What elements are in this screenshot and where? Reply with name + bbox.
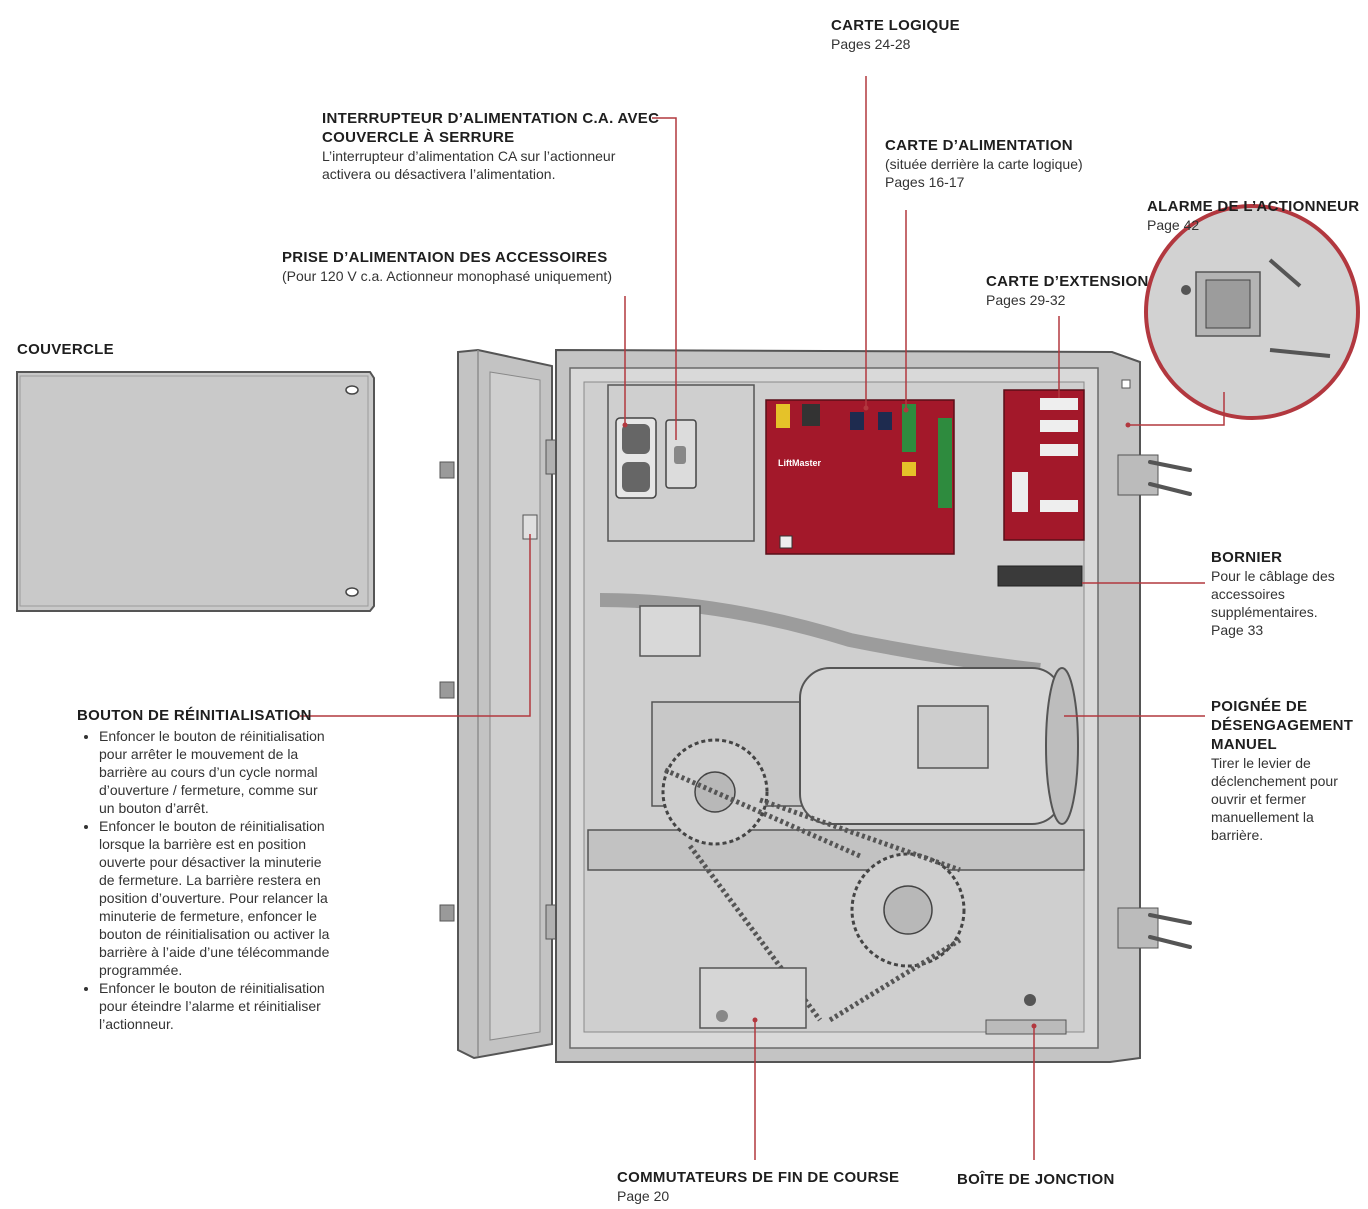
board-brand-label: LiftMaster [778, 458, 822, 468]
bullet-line: barrière au cours d’un cycle normal [99, 763, 377, 781]
bullet-item: Enfoncer le bouton de réinitialisation p… [99, 979, 377, 1033]
bullet-line: de fermeture. La barrière restera en [99, 871, 377, 889]
callout-sub: Pages 16-17 [885, 173, 1083, 191]
logic-board: LiftMaster [766, 400, 954, 554]
callout-title: CARTE D’ALIMENTATION [885, 136, 1083, 155]
callout-sub: manuellement la [1211, 808, 1353, 826]
callout-expansion-board: CARTE D’EXTENSION Pages 29-32 [986, 272, 1149, 309]
callout-title: INTERRUPTEUR D’ALIMENTATION C.A. AVEC [322, 109, 659, 128]
callout-terminal-block: BORNIER Pour le câblage des accessoires … [1211, 548, 1335, 639]
bullet-line: pour arrêter le mouvement de la [99, 745, 377, 763]
callout-sub: Tirer le levier de [1211, 754, 1353, 772]
enclosure-door [440, 350, 560, 1058]
bullet-line: Enfoncer le bouton de réinitialisation [99, 817, 377, 835]
callout-title: COMMUTATEURS DE FIN DE COURSE [617, 1168, 899, 1187]
bullet-line: un bouton d’arrêt. [99, 799, 377, 817]
expansion-board [1004, 390, 1084, 540]
cover-panel [17, 372, 374, 611]
callout-sub: déclenchement pour [1211, 772, 1353, 790]
bullet-line: programmée. [99, 961, 377, 979]
callout-title: BOUTON DE RÉINITIALISATION [77, 706, 377, 725]
callout-sub: Pages 24-28 [831, 35, 960, 53]
callout-sub: accessoires [1211, 585, 1335, 603]
callout-title: BOÎTE DE JONCTION [957, 1170, 1115, 1189]
callout-sub: (Pour 120 V c.a. Actionneur monophasé un… [282, 267, 612, 285]
bullet-line: lorsque la barrière est en position [99, 835, 377, 853]
callout-title: CARTE LOGIQUE [831, 16, 960, 35]
junction-box-icon [986, 1020, 1066, 1034]
callout-limit-switches: COMMUTATEURS DE FIN DE COURSE Page 20 [617, 1168, 899, 1205]
callout-cover: COUVERCLE [17, 340, 114, 359]
callout-sub: supplémentaires. [1211, 603, 1335, 621]
reset-button-bullets: Enfoncer le bouton de réinitialisation p… [77, 727, 377, 1033]
callout-sub: Page 20 [617, 1187, 899, 1205]
terminal-block [998, 566, 1082, 586]
accessory-outlet-box [608, 385, 754, 541]
bullet-line: Enfoncer le bouton de réinitialisation [99, 727, 377, 745]
callout-sub: Pour le câblage des [1211, 567, 1335, 585]
callout-sub: L’interrupteur d’alimentation CA sur l’a… [322, 147, 659, 165]
callout-sub: Page 42 [1147, 216, 1359, 234]
callout-sub: barrière. [1211, 826, 1353, 844]
bullet-line: ouverte pour désactiver la minuterie [99, 853, 377, 871]
callout-power-switch: INTERRUPTEUR D’ALIMENTATION C.A. AVEC CO… [322, 109, 659, 183]
bullet-item: Enfoncer le bouton de réinitialisation l… [99, 817, 377, 979]
callout-title: PRISE D’ALIMENTAION DES ACCESSOIRES [282, 248, 612, 267]
callout-reset-button: BOUTON DE RÉINITIALISATION Enfoncer le b… [77, 706, 377, 1033]
callout-title: CARTE D’EXTENSION [986, 272, 1149, 291]
callout-title: COUVERCLE À SERRURE [322, 128, 659, 147]
bullet-line: d’ouverture / fermeture, comme sur [99, 781, 377, 799]
callout-sub: Pages 29-32 [986, 291, 1149, 309]
callout-sub: ouvrir et fermer [1211, 790, 1353, 808]
bullet-item: Enfoncer le bouton de réinitialisation p… [99, 727, 377, 817]
bullet-line: l’actionneur. [99, 1015, 377, 1033]
callout-title: COUVERCLE [17, 340, 114, 359]
callout-logic-board: CARTE LOGIQUE Pages 24-28 [831, 16, 960, 53]
callout-title: MANUEL [1211, 735, 1353, 754]
callout-title: POIGNÉE DE [1211, 697, 1353, 716]
alarm-magnifier [1146, 206, 1358, 418]
bullet-line: bouton de réinitialisation ou activer la [99, 925, 377, 943]
callout-junction-box: BOÎTE DE JONCTION [957, 1170, 1115, 1189]
bullet-line: barrière à l’aide d’une télécommande [99, 943, 377, 961]
callout-sub: activera ou désactivera l’alimentation. [322, 165, 659, 183]
bullet-line: Enfoncer le bouton de réinitialisation [99, 979, 377, 997]
bullet-line: minuterie de fermeture, enfoncer le [99, 907, 377, 925]
bullet-line: position d’ouverture. Pour relancer la [99, 889, 377, 907]
callout-title: DÉSENGAGEMENT [1211, 716, 1353, 735]
callout-alarm: ALARME DE L’ACTIONNEUR Page 42 [1147, 197, 1359, 234]
callout-manual-release: POIGNÉE DE DÉSENGAGEMENT MANUEL Tirer le… [1211, 697, 1353, 844]
callout-sub: (située derrière la carte logique) [885, 155, 1083, 173]
bullet-line: pour éteindre l’alarme et réinitialiser [99, 997, 377, 1015]
callout-accessory-outlet: PRISE D’ALIMENTAION DES ACCESSOIRES (Pou… [282, 248, 612, 285]
callout-power-board: CARTE D’ALIMENTATION (située derrière la… [885, 136, 1083, 191]
callout-title: ALARME DE L’ACTIONNEUR [1147, 197, 1359, 216]
callout-title: BORNIER [1211, 548, 1335, 567]
callout-sub: Page 33 [1211, 621, 1335, 639]
